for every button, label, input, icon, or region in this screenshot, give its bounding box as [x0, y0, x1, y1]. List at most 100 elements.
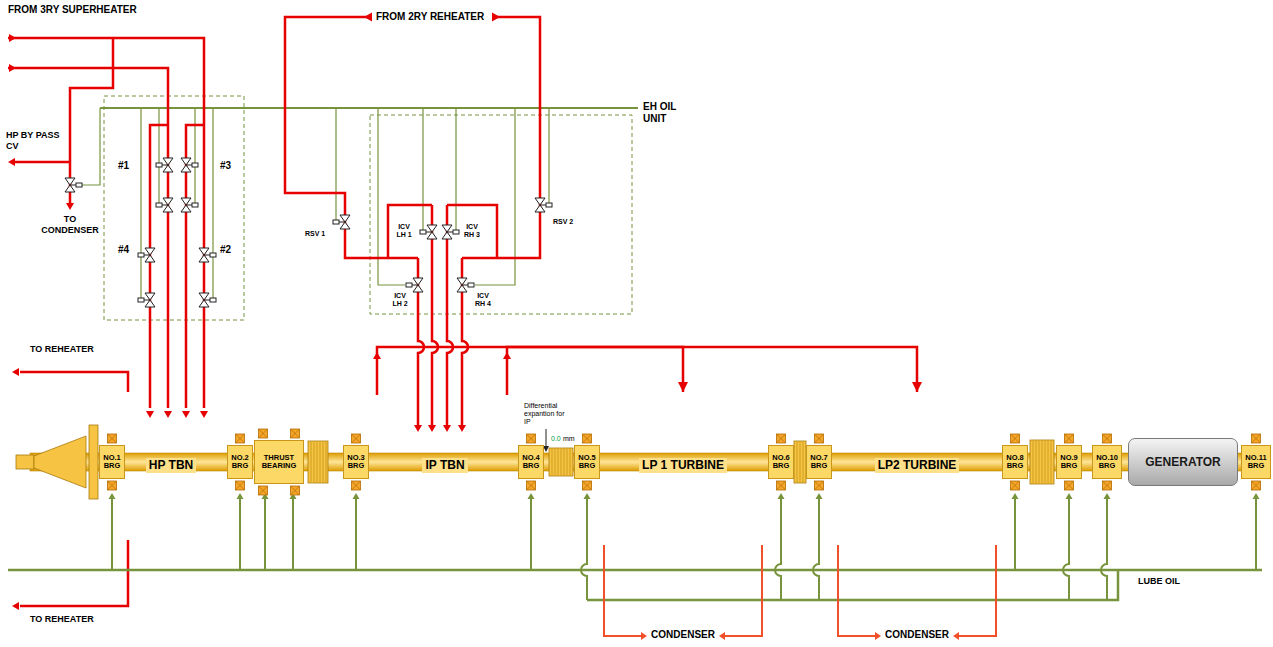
turbine-casing: HP TBN	[115, 392, 227, 540]
valve-actuator	[420, 230, 426, 234]
valve-symbol	[199, 293, 216, 307]
coupling-stripe	[1042, 441, 1043, 483]
pad-body	[1011, 481, 1020, 490]
turbine-label: HP TBN	[146, 458, 196, 473]
arrow-head	[353, 493, 360, 499]
steam-source-label: FROM 3RY SUPERHEATER	[8, 4, 137, 16]
hydraulic-line	[455, 108, 456, 230]
arrow-head	[182, 411, 190, 418]
bearing-label: NO.8 BRG	[1003, 454, 1027, 471]
steam-pipe	[186, 125, 204, 408]
valve-tag: RSV 1	[305, 230, 325, 238]
arrow-head	[9, 34, 16, 42]
coupling-stripe	[552, 449, 553, 475]
pad-cross	[1011, 481, 1020, 490]
pad-body	[259, 429, 268, 438]
pad-cross	[1011, 434, 1020, 443]
valve-tag: ICV LH 1	[394, 223, 414, 239]
coupling-stripe	[320, 442, 321, 482]
supply-unit-label: EH OIL UNIT	[643, 101, 689, 125]
coupling-stripe	[1048, 441, 1049, 483]
coupling-stripe	[1051, 441, 1052, 483]
coupling-stripe	[1033, 441, 1034, 483]
coupling-stripe	[317, 442, 318, 482]
label-slot: LP 1 TURBINE	[598, 455, 768, 473]
pad-cross	[259, 486, 268, 495]
pad-body	[108, 434, 117, 443]
pad-cross	[108, 481, 117, 490]
coupling-stripe	[323, 442, 324, 482]
pad-body	[527, 481, 536, 490]
bearing-label: NO.2 BRG	[228, 454, 252, 471]
valve-body	[535, 198, 545, 205]
bypass-pipe	[70, 38, 113, 204]
bearing-label: NO.3 BRG	[344, 454, 368, 471]
coupling-stripe	[558, 449, 559, 475]
coupling-stripe	[555, 449, 556, 475]
label-slot: LUBE OIL	[1138, 576, 1180, 587]
valve-body	[340, 222, 350, 229]
lube-oil-header	[587, 570, 1118, 600]
bearing-pad	[108, 434, 117, 443]
coupling-body	[308, 441, 328, 483]
bearing-label: NO.4 BRG	[519, 454, 543, 471]
pad-cross	[1252, 481, 1261, 490]
valve-actuator	[156, 163, 162, 167]
bearing-box: NO.5 BRG	[574, 445, 600, 479]
pad-body	[777, 434, 786, 443]
coupling-stripe	[1039, 441, 1040, 483]
pad-body	[583, 481, 592, 490]
arrow-head	[8, 158, 15, 166]
label-slot: ICV LH 1	[394, 223, 414, 239]
destination-label: CONDENSER	[651, 629, 715, 641]
bearing-pad	[259, 429, 268, 438]
valve-body	[163, 165, 173, 172]
reheat-pipe	[462, 17, 540, 258]
lube-oil-feed	[1255, 499, 1257, 570]
valve-body	[145, 293, 155, 300]
bearing-box: NO.4 BRG	[518, 445, 544, 479]
steam-pipe	[8, 68, 168, 408]
pad-body	[108, 481, 117, 490]
bearing-box: NO.6 BRG	[768, 445, 794, 479]
label-slot: EH OIL UNIT	[643, 101, 689, 125]
lube-oil-feed	[264, 499, 266, 570]
bearing-label: NO.10 BRG	[1093, 454, 1121, 471]
valve-symbol	[406, 278, 423, 292]
pad-cross	[352, 481, 361, 490]
label-slot: RSV 2	[553, 218, 573, 226]
pad-cross	[291, 429, 300, 438]
pad-body	[583, 434, 592, 443]
turbine-label: LP 1 TURBINE	[639, 458, 727, 473]
crossover-pipe	[377, 347, 683, 395]
arrow-head	[875, 632, 881, 640]
bearing-pad	[291, 429, 300, 438]
valve-actuator	[138, 253, 144, 257]
pad-body	[1103, 434, 1112, 443]
valve-symbol	[156, 198, 173, 212]
lube-oil-feed	[355, 499, 357, 570]
valve-body	[199, 248, 209, 255]
pad-cross	[1065, 481, 1074, 490]
pad-body	[291, 429, 300, 438]
bearing-box: NO.7 BRG	[806, 445, 832, 479]
bearing-pad	[352, 434, 361, 443]
pad-body	[1252, 481, 1261, 490]
crossover-pipe	[507, 347, 917, 395]
valve-symbol	[535, 198, 552, 212]
coupling-body	[1030, 440, 1054, 484]
arrow-head	[641, 632, 647, 640]
pad-body	[815, 434, 824, 443]
label-slot: CONDENSER	[885, 629, 949, 641]
turbine-casing: LP2 TURBINE	[832, 392, 1002, 545]
arrow-head	[237, 493, 244, 499]
label-slot: TO REHEATER	[30, 614, 94, 625]
valve-body	[65, 178, 75, 185]
label-slot: TO CONDENSER	[39, 214, 101, 236]
valve-actuator	[156, 203, 162, 207]
valve-body	[535, 205, 545, 212]
coupling-body	[794, 441, 806, 483]
label-slot: #3	[220, 160, 231, 172]
arrow-head	[584, 493, 591, 499]
